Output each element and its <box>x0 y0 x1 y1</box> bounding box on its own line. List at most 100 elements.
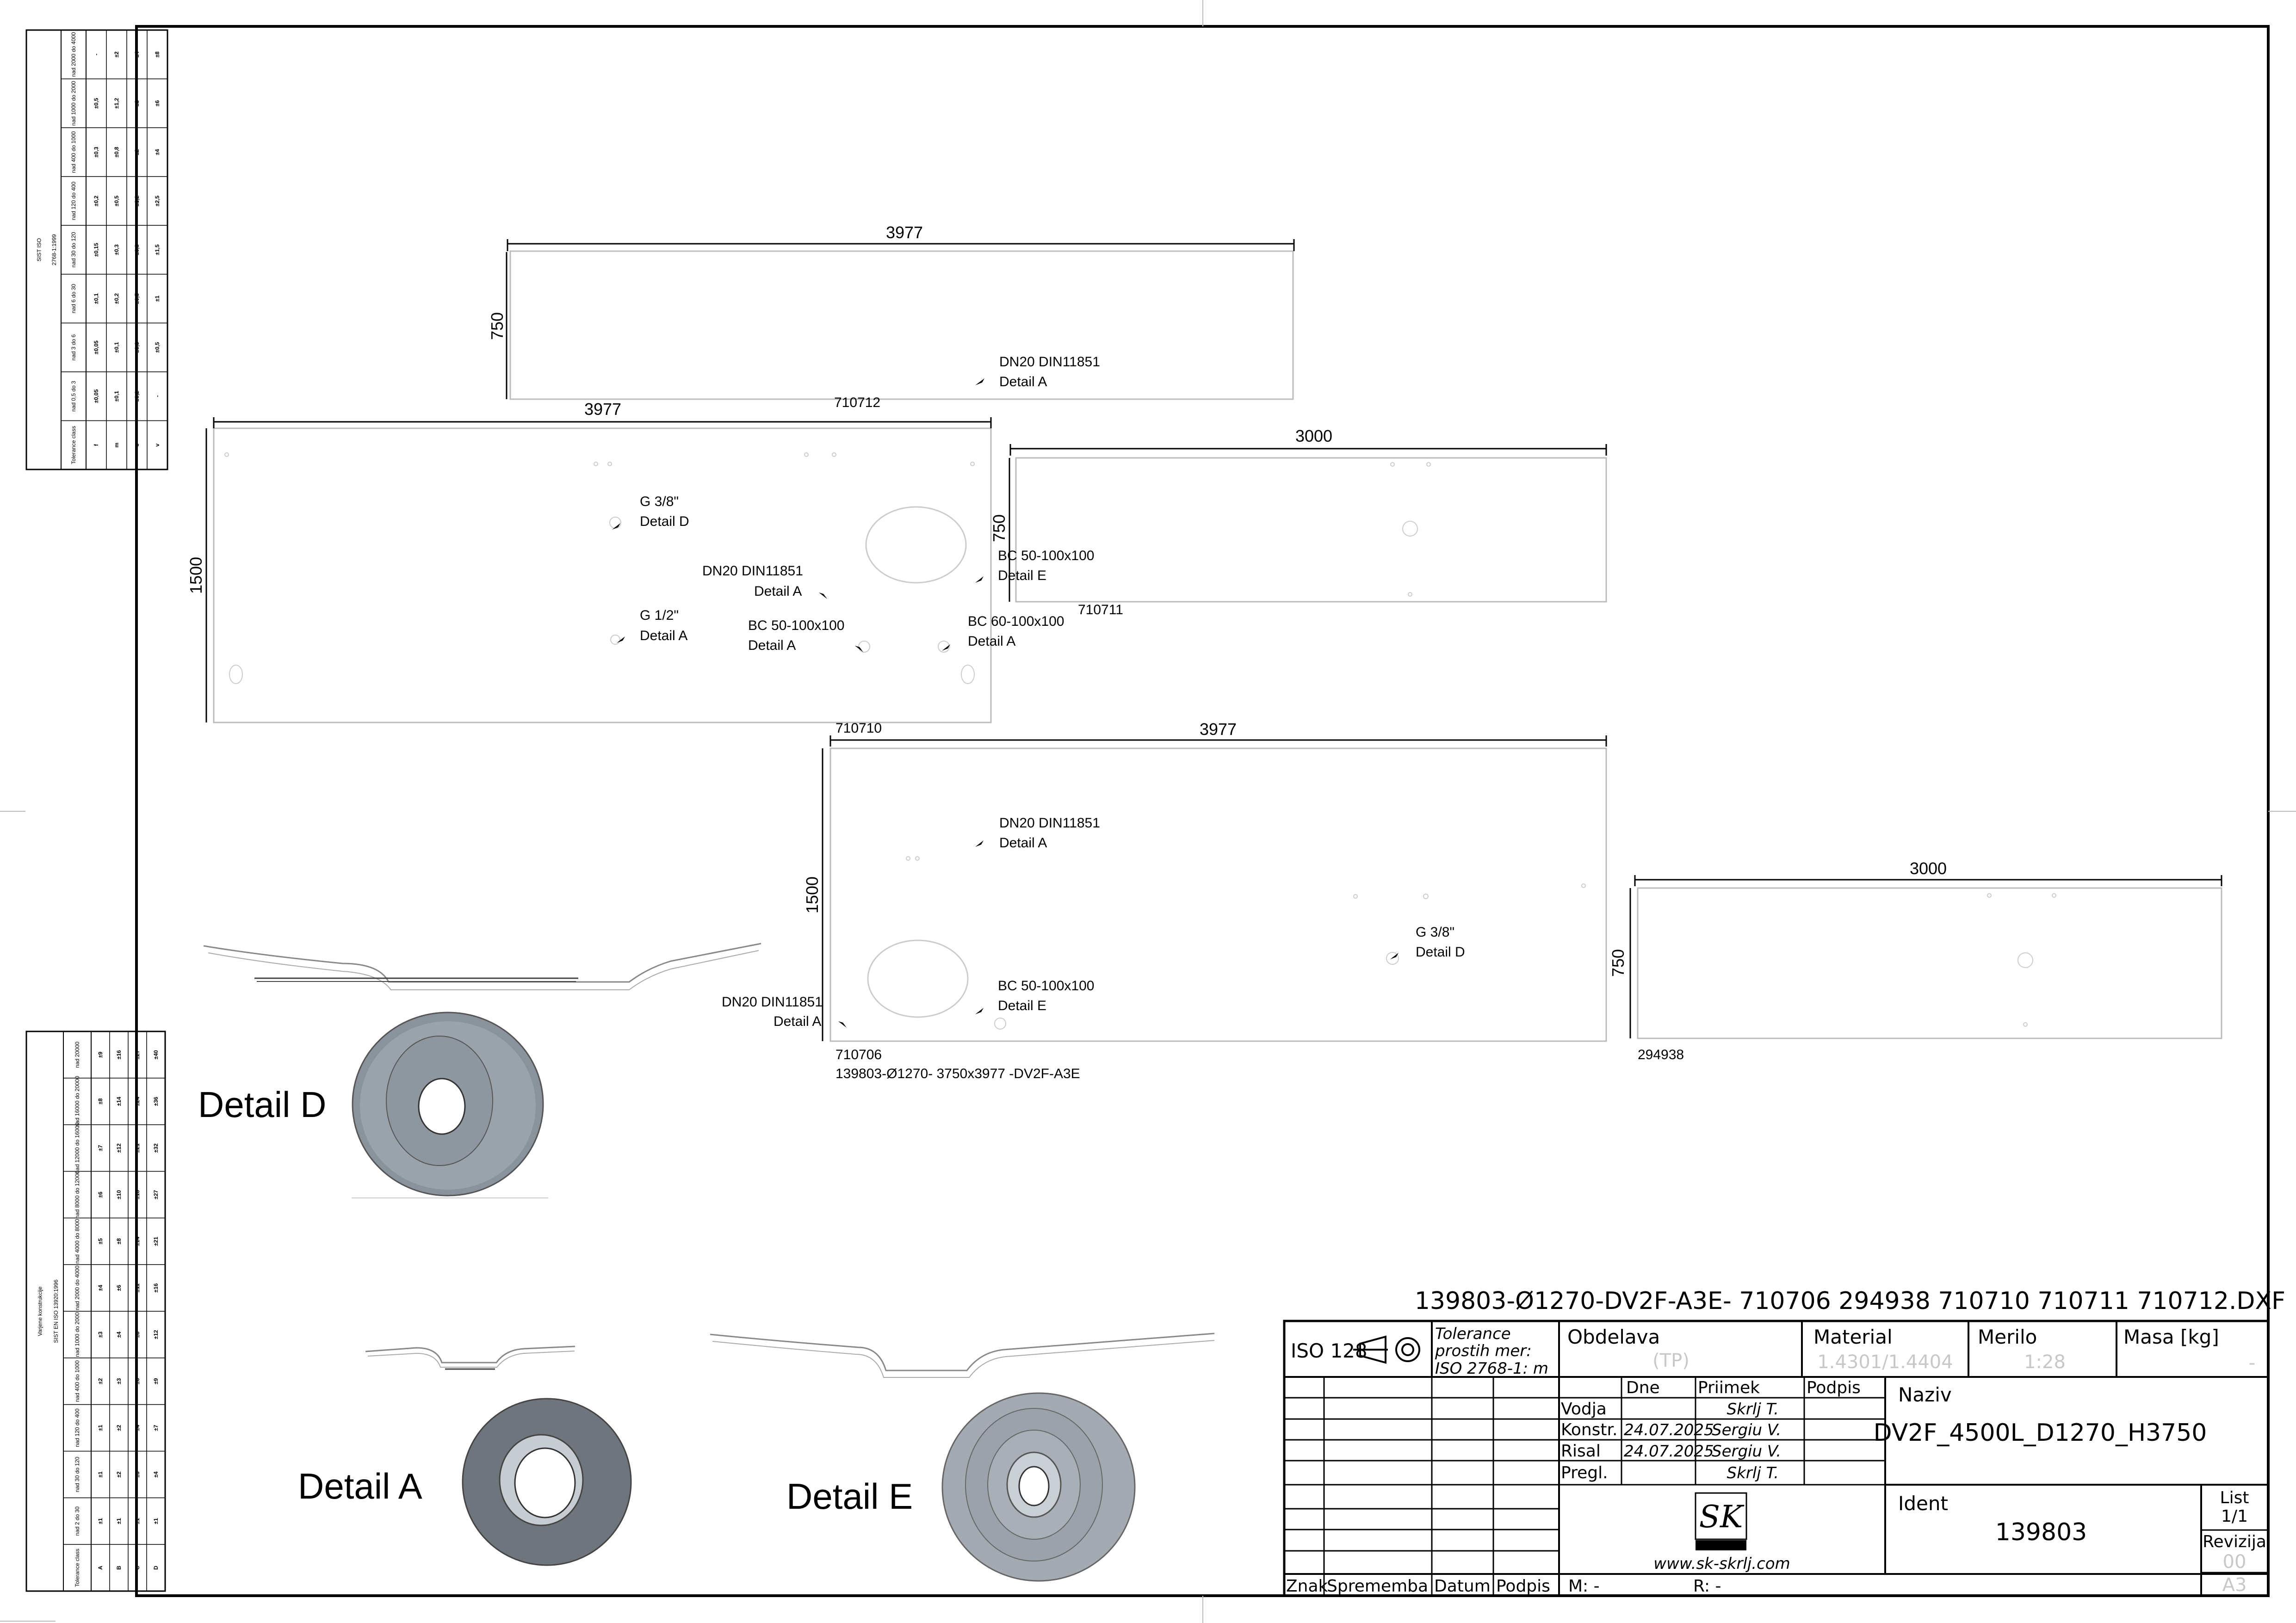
table-cell: ±2 <box>134 149 140 155</box>
plate-710706: 3977 1500 710706 139803-Ø1270- 3750x3977… <box>722 720 1607 1081</box>
table-cell: ±9 <box>153 1378 159 1384</box>
width-dimension: 3977 <box>584 400 621 419</box>
obdelava-value: (TP) <box>1652 1350 1690 1371</box>
iso-standard: ISO 128 <box>1291 1339 1368 1362</box>
vodja-label: Vodja <box>1561 1400 1607 1419</box>
table-cell: ±0,05 <box>93 340 99 354</box>
list-value: 1/1 <box>2221 1507 2248 1526</box>
width-dimension: 3000 <box>1295 426 1332 445</box>
callout-line-2: Detail A <box>748 638 796 653</box>
revizija-label: Revizija <box>2203 1532 2266 1551</box>
callout-line-2: Detail E <box>998 998 1046 1013</box>
column-header: nad 2 do 30 <box>74 1506 80 1536</box>
table-cell: ±7 <box>97 1145 104 1151</box>
table-cell: ±0,5 <box>134 293 140 304</box>
title-block <box>1283 1320 2270 1597</box>
risal-date: 24.07.2025 <box>1624 1442 1714 1461</box>
table-cell: ±1,2 <box>134 195 140 206</box>
table-cell: ±40 <box>153 1050 159 1059</box>
callout-line-2: Detail E <box>998 568 1046 583</box>
column-header: nad 20000 <box>74 1042 80 1068</box>
table-cell: ±1 <box>153 1518 159 1524</box>
col-znak: Znak <box>1286 1577 1328 1596</box>
table-cell: ±1 <box>134 1518 141 1524</box>
col-podpis: Podpis <box>1496 1577 1550 1596</box>
detail-a: Detail A <box>298 1345 632 1566</box>
width-dimension: 3000 <box>1910 859 1947 878</box>
callout-line-1: BC 60-100x100 <box>968 614 1064 629</box>
table-cell: ±2 <box>97 1378 104 1384</box>
vodja-name: Skrlj T. <box>1727 1400 1779 1419</box>
col-sprememba: Sprememba <box>1327 1577 1428 1596</box>
table-cell: ±1 <box>154 296 161 302</box>
merilo-label: Merilo <box>1978 1326 2037 1348</box>
table-cell: ±0,05 <box>93 389 99 403</box>
obdelava-label: Obdelava <box>1567 1326 1660 1348</box>
plate-id: 294938 <box>1638 1047 1684 1062</box>
column-header: nad 400 do 1000 <box>70 131 77 173</box>
detail-title: Detail A <box>298 1466 422 1506</box>
table-cell: ±24 <box>134 1097 141 1106</box>
table-cell: ±0,2 <box>93 195 99 206</box>
risal-name: Sergiu V. <box>1712 1442 1781 1461</box>
standard-label: 2768-1:1999 <box>51 234 57 265</box>
table-cell: ±3 <box>97 1331 104 1338</box>
callout-line-2: Detail D <box>1416 944 1465 960</box>
standard-label: SIST EN ISO 13920:1996 <box>53 1279 59 1343</box>
pregl-label: Pregl. <box>1561 1463 1608 1482</box>
table-cell: ±0,5 <box>93 98 99 109</box>
table-cell: ±6 <box>134 1378 141 1384</box>
table-cell: ±16 <box>116 1050 122 1059</box>
table-cell: ±16 <box>153 1283 159 1292</box>
table-cell: ±11 <box>134 1284 141 1293</box>
height-dimension: 1500 <box>803 876 822 913</box>
table-cell: ±1 <box>97 1471 104 1478</box>
column-header: nad 8000 do 12000 <box>74 1171 80 1219</box>
projection-symbol-icon <box>1353 1335 1420 1364</box>
table-cell: B <box>116 1566 122 1570</box>
table-cell: ±0,2 <box>113 293 120 304</box>
column-header: nad 30 do 120 <box>74 1456 80 1492</box>
column-header: Tolerance class <box>74 1549 80 1587</box>
callout-line-1: DN20 DIN11851 <box>999 815 1100 831</box>
m-field: M: - <box>1568 1577 1600 1596</box>
tolerance-label: prostih mer: <box>1435 1342 1532 1360</box>
column-header: nad 16000 do 20000 <box>74 1076 80 1127</box>
table-cell: ±0,5 <box>113 195 120 206</box>
table-cell: ±12 <box>153 1330 159 1339</box>
header-dne: Dne <box>1626 1378 1660 1397</box>
callout-line-1: BC 50-100x100 <box>748 618 844 633</box>
ident-value: 139803 <box>1995 1518 2087 1546</box>
standard-label: Varjene konstrukcije <box>37 1286 43 1336</box>
plate-710711: 3000 750 710711 BC 50-100x100 Detail E <box>975 426 1607 617</box>
ident-label: Ident <box>1898 1492 1948 1515</box>
detail-title: Detail D <box>198 1084 326 1125</box>
plate-caption: 139803-Ø1270- 3750x3977 -DV2F-A3E <box>835 1066 1080 1081</box>
callout-line-2: Detail A <box>999 374 1047 389</box>
table-cell: ±2,5 <box>154 195 161 206</box>
table-cell: m <box>113 443 120 448</box>
table-cell: ±6 <box>116 1285 122 1291</box>
table-cell: - <box>93 54 99 56</box>
company-website: www.sk-skrlj.com <box>1653 1555 1790 1573</box>
masa-label: Masa [kg] <box>2123 1326 2219 1348</box>
table-cell: ±2 <box>116 1425 122 1431</box>
konstr-name: Sergiu V. <box>1712 1421 1781 1439</box>
merilo-value: 1:28 <box>2024 1351 2066 1373</box>
callout-line-1: G 3/8" <box>640 494 679 509</box>
table-cell: ±27 <box>153 1190 159 1199</box>
table-cell: f <box>93 444 99 446</box>
table-cell: ±0,8 <box>134 244 140 255</box>
table-cell: ±0,5 <box>154 342 161 353</box>
plate-id: 710711 <box>1078 602 1123 617</box>
table-cell: ±0,1 <box>113 391 120 402</box>
naziv-value: DV2F_4500L_D1270_H3750 <box>1874 1419 2207 1447</box>
column-header: nad 2000 do 4000 <box>74 1265 80 1310</box>
table-cell: D <box>153 1566 159 1570</box>
table-cell: ±36 <box>153 1097 159 1106</box>
table-cell: ±4 <box>134 1425 141 1431</box>
